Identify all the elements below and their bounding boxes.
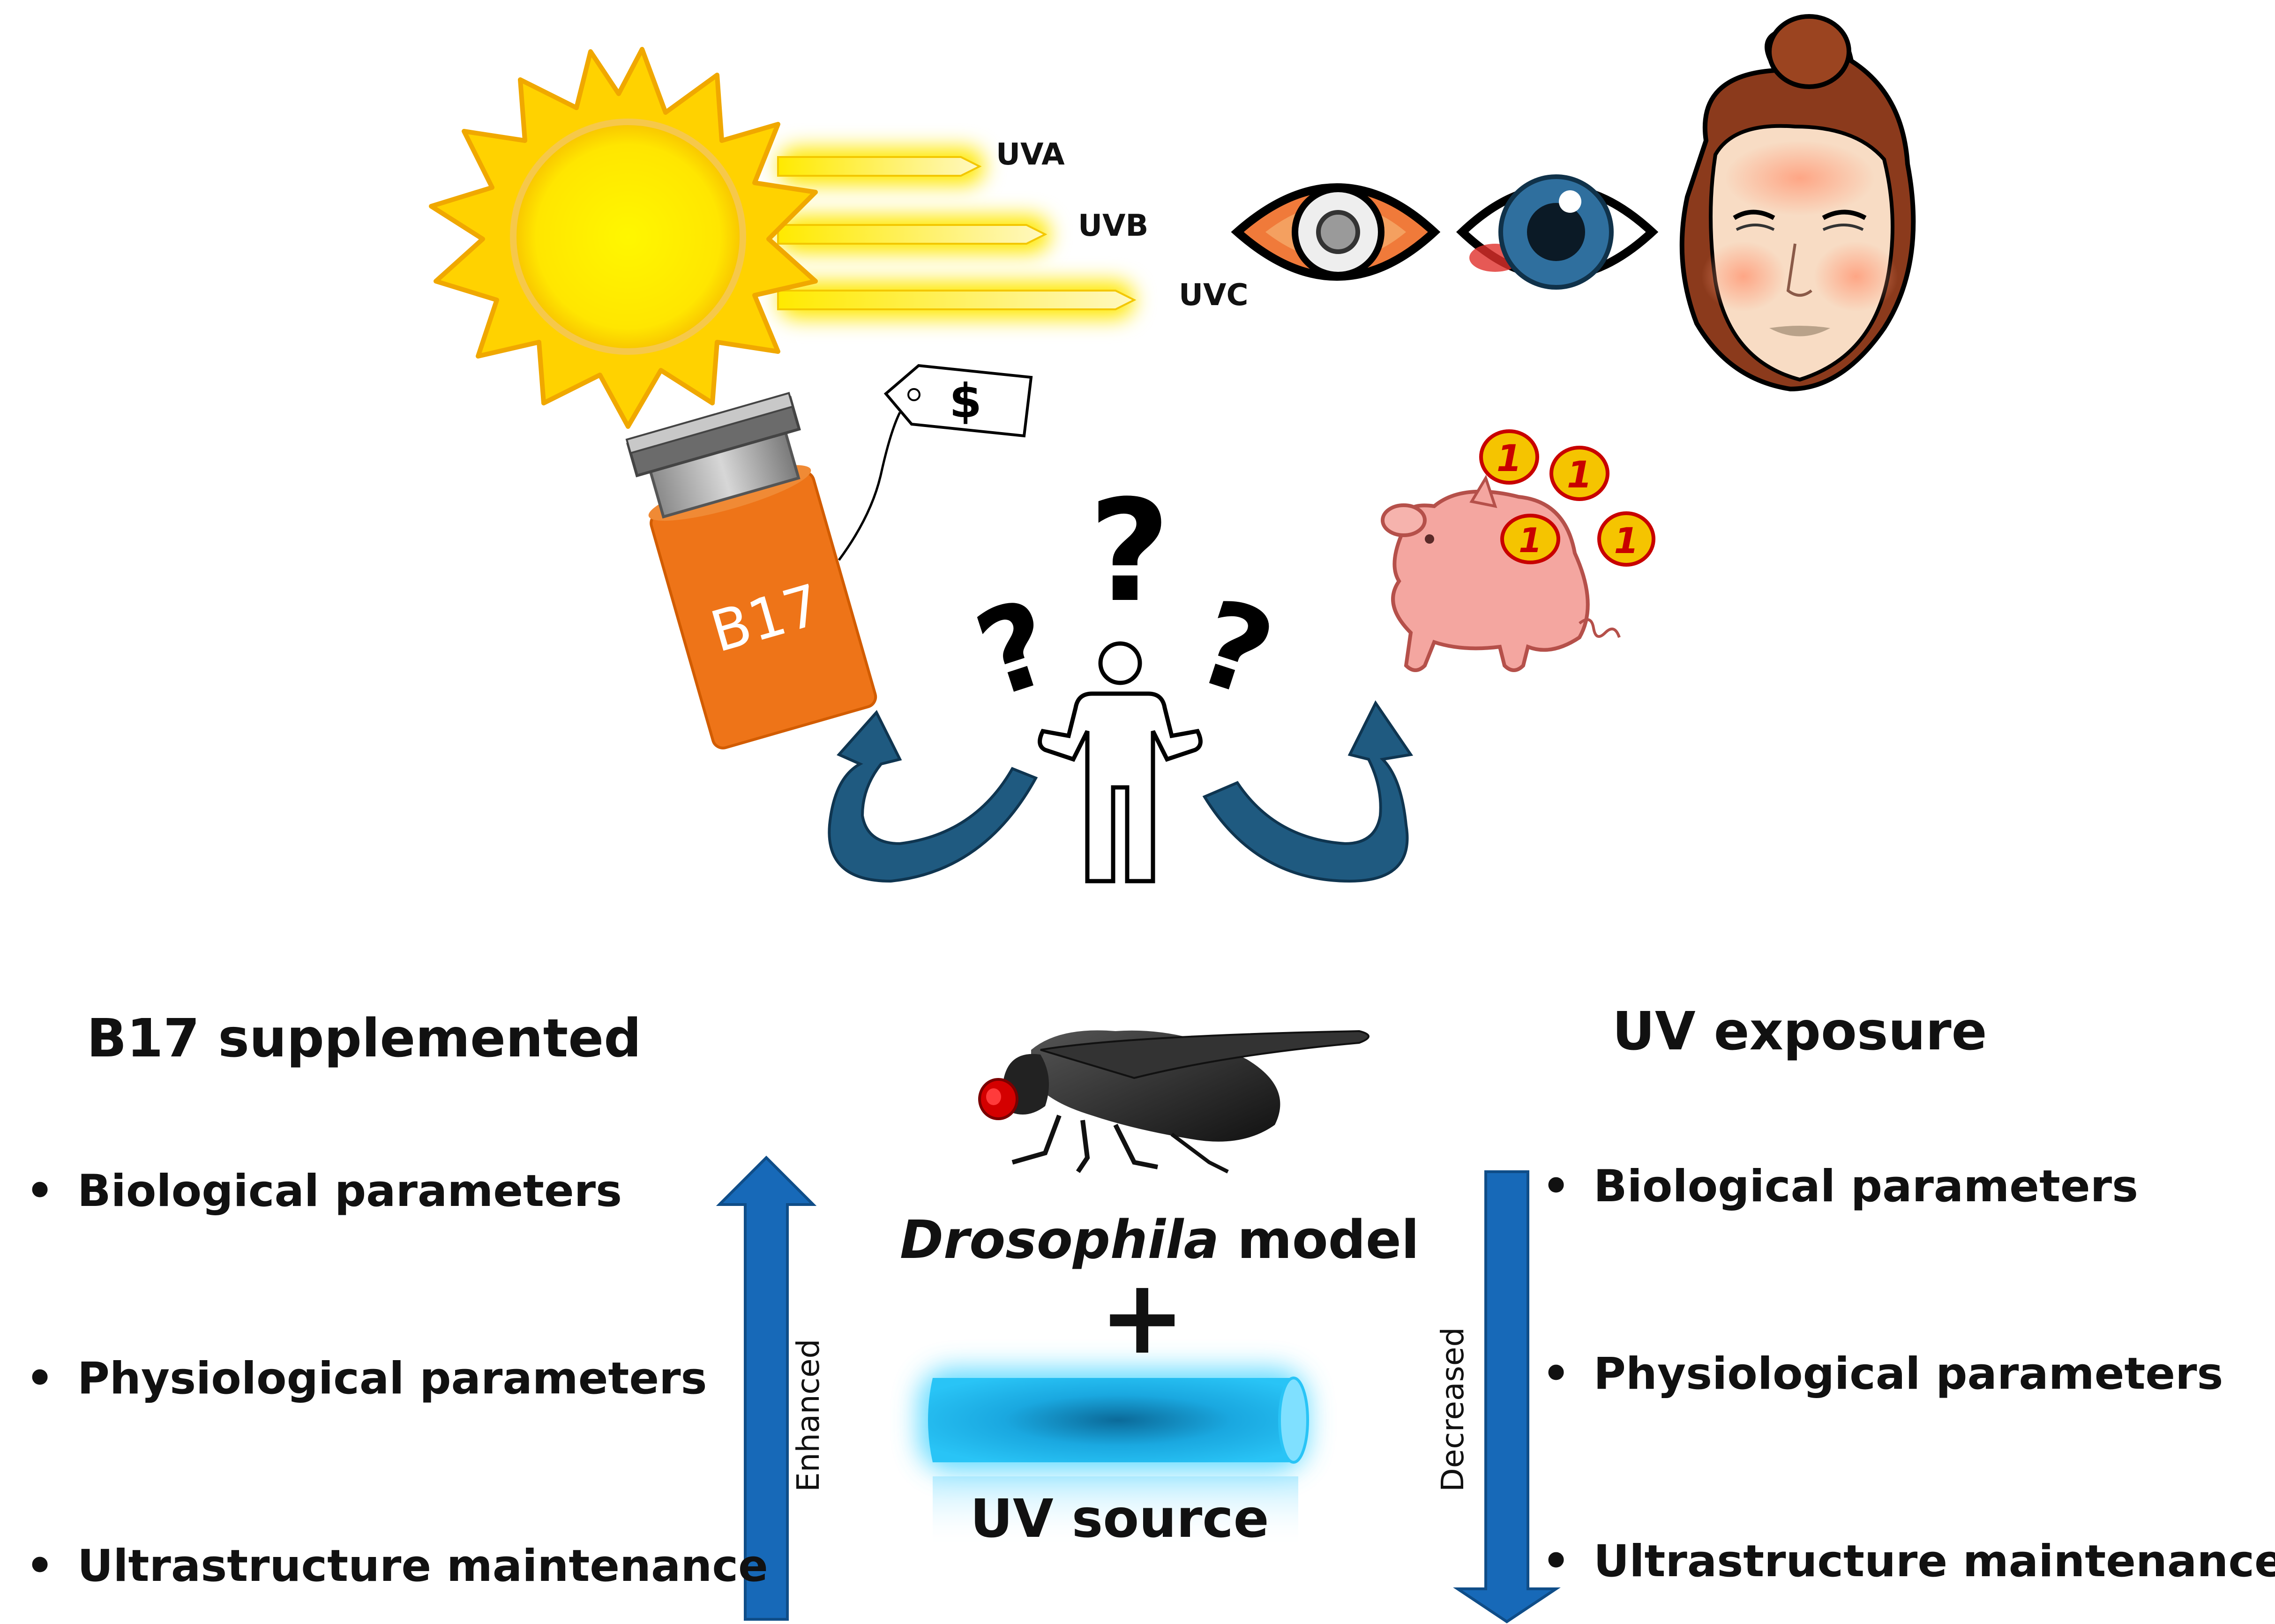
b17-bottle-icon: B17 — [625, 392, 877, 749]
svg-text:?: ? — [1089, 470, 1170, 633]
list-item: •Ultrastructure maintenance — [26, 1541, 768, 1592]
decreased-label: Decreased — [1435, 1327, 1471, 1492]
coin-icon: 1 — [1479, 429, 1539, 485]
list-item: •Biological parameters — [26, 1166, 622, 1217]
enhanced-up-arrow-icon — [716, 1155, 817, 1621]
uva-label: UVA — [996, 137, 1065, 172]
b17-supplemented-heading: B17 supplemented — [87, 1008, 642, 1069]
uvc-label: UVC — [1179, 278, 1249, 313]
list-item: •Physiological parameters — [1542, 1348, 2223, 1399]
confused-person-icon — [1038, 641, 1203, 883]
uv-exposure-heading: UV exposure — [1612, 1001, 1987, 1062]
price-tag-icon: $ — [838, 364, 1033, 561]
uv-lamp-icon — [919, 1369, 1309, 1547]
piggy-bank-icon — [1381, 474, 1621, 672]
list-item: •Physiological parameters — [26, 1353, 707, 1404]
curved-arrow-right-icon — [1202, 700, 1414, 883]
uvb-label: UVB — [1078, 209, 1149, 243]
drosophila-model-label: Drosophila model — [900, 1210, 1420, 1271]
coin-icon: 1 — [1549, 446, 1609, 501]
damaged-eye-icon — [1231, 183, 1441, 281]
sun-icon — [429, 47, 1137, 429]
plus-sign: + — [1099, 1257, 1186, 1377]
list-item: •Ultrastructure maintenance — [1542, 1536, 2275, 1587]
question-marks: ? ? ? — [961, 470, 1288, 724]
svg-text:1: 1 — [1614, 520, 1639, 561]
svg-text:1: 1 — [1497, 438, 1522, 480]
svg-text:1: 1 — [1567, 454, 1592, 496]
coins: 1 1 1 1 — [1479, 429, 1655, 567]
list-item: •Biological parameters — [1542, 1161, 2139, 1212]
decreased-down-arrow-icon — [1453, 1170, 1561, 1624]
svg-text:1: 1 — [1519, 521, 1542, 560]
coin-icon: 1 — [1500, 514, 1560, 564]
svg-text:$: $ — [949, 374, 982, 428]
coin-icon: 1 — [1597, 511, 1655, 567]
drosophila-fly-icon — [978, 1030, 1369, 1174]
uv-source-label: UV source — [970, 1489, 1269, 1549]
uv-rays — [777, 148, 1137, 319]
curved-arrow-left-icon — [828, 710, 1038, 883]
svg-text:?: ? — [961, 574, 1068, 725]
sunburned-face-icon — [1679, 14, 1916, 392]
enhanced-label: Enhanced — [790, 1339, 826, 1492]
svg-text:?: ? — [1182, 574, 1288, 725]
healthy-eye-icon — [1456, 174, 1659, 290]
